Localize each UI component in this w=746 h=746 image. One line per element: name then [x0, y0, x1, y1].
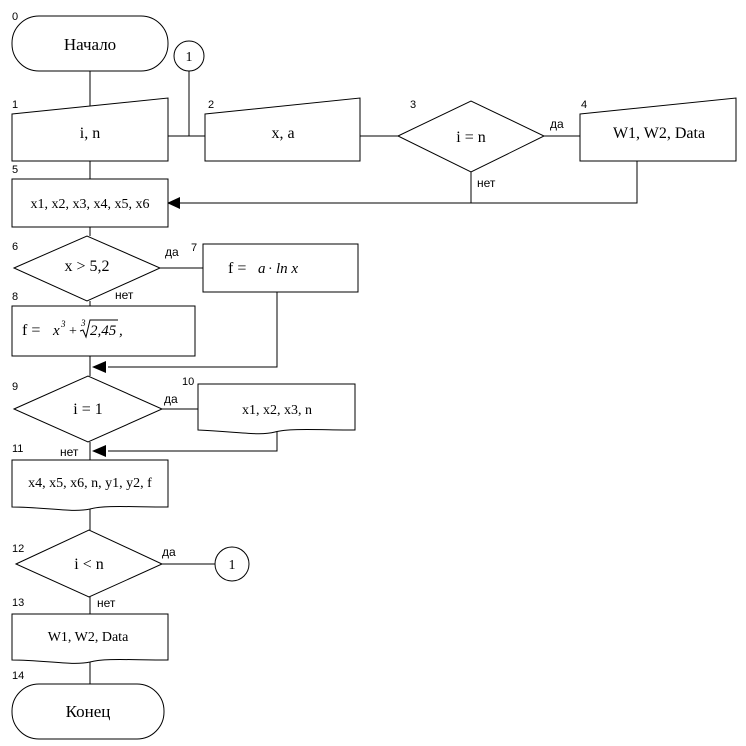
- node-decision-9: 9 i = 1 да нет: [12, 375, 178, 459]
- formula-plus: +: [69, 324, 77, 339]
- node-decision-3: 3 i = n да нет: [396, 99, 564, 190]
- node-end: 14 Конец: [11, 670, 165, 740]
- node-number: 6: [12, 241, 18, 253]
- node-process-8: 8 f = x 3 + 3 2,45 ,: [11, 291, 196, 357]
- input-shape: [579, 97, 737, 162]
- node-input-2: 2 x, a: [204, 97, 361, 162]
- node-label: x4, x5, x6, n, y1, y2, f: [28, 476, 152, 491]
- node-document-11: 11 x4, x5, x6, n, y1, y2, f: [11, 443, 169, 511]
- node-number: 0: [12, 11, 18, 23]
- node-process-7: 7 f = a · ln x: [191, 242, 359, 293]
- formula-exponent: 3: [60, 319, 66, 329]
- node-number: 14: [12, 670, 24, 682]
- node-label: W1, W2, Data: [48, 630, 129, 645]
- node-number: 10: [182, 376, 194, 388]
- node-decision-12: 12 i < n да нет: [12, 529, 176, 610]
- node-number: 3: [410, 99, 416, 111]
- process-shape: [11, 305, 196, 357]
- decision-shape: [12, 235, 162, 302]
- branch-no: нет: [115, 288, 134, 302]
- branch-no: нет: [60, 445, 79, 459]
- branch-yes: да: [165, 245, 179, 259]
- arrow-7-merge: [92, 361, 106, 373]
- connector-lines: [89, 71, 638, 684]
- connector-circle: [173, 40, 205, 72]
- formula-a: a: [258, 261, 266, 277]
- edge-10-merge: [108, 430, 278, 452]
- edge-4-5: [172, 161, 638, 204]
- node-number: 4: [581, 99, 587, 111]
- node-label: x1, x2, x3, x4, x5, x6: [31, 197, 150, 212]
- node-label: i < n: [74, 556, 103, 573]
- process-shape: [202, 243, 359, 293]
- node-number: 9: [12, 381, 18, 393]
- node-number: 12: [12, 543, 24, 555]
- node-label: Начало: [64, 35, 116, 54]
- connector-label: 1: [186, 50, 193, 65]
- formula-x: x: [52, 323, 60, 339]
- formula-prefix: f =: [228, 260, 246, 277]
- node-number: 2: [208, 99, 214, 111]
- branch-yes: да: [162, 545, 176, 559]
- node-start: 0 Начало: [11, 11, 169, 72]
- connector-circle: [214, 546, 250, 582]
- terminal-shape: [11, 15, 169, 72]
- formula-dot: ·: [268, 262, 273, 277]
- decision-shape: [12, 375, 164, 443]
- node-number: 13: [12, 597, 24, 609]
- terminal-shape: [11, 683, 165, 740]
- branch-no: нет: [97, 596, 116, 610]
- branch-no: нет: [477, 176, 496, 190]
- branch-yes: да: [550, 117, 564, 131]
- node-document-10: 10 x1, x2, x3, n: [182, 376, 356, 435]
- node-label: i, n: [80, 125, 100, 142]
- formula-prefix: f =: [22, 322, 40, 339]
- node-document-13: 13 W1, W2, Data: [11, 597, 169, 664]
- input-shape: [11, 97, 169, 162]
- node-label: i = n: [456, 129, 485, 146]
- node-number: 8: [12, 291, 18, 303]
- node-number: 5: [12, 164, 18, 176]
- formula-ln: ln x: [276, 261, 298, 277]
- node-decision-6: 6 x > 5,2 да нет: [12, 235, 179, 302]
- node-label: W1, W2, Data: [613, 125, 705, 142]
- formula-comma: ,: [119, 323, 123, 339]
- arrow-to-5: [167, 197, 180, 209]
- input-shape: [204, 97, 361, 162]
- node-input-4: 4 W1, W2, Data: [579, 97, 737, 162]
- node-label: x, a: [271, 125, 294, 142]
- node-label: x > 5,2: [64, 258, 109, 275]
- document-shape: [197, 383, 356, 435]
- arrow-10-merge: [92, 445, 106, 457]
- node-input-1: 1 i, n: [11, 97, 169, 162]
- node-process-5: 5 x1, x2, x3, x4, x5, x6: [11, 164, 169, 228]
- document-shape: [11, 459, 169, 511]
- formula-root-index: 3: [80, 318, 86, 328]
- connector-right: 1: [214, 546, 250, 582]
- document-shape: [11, 613, 169, 664]
- node-number: 11: [12, 443, 23, 455]
- edge-7-merge: [108, 292, 278, 368]
- connector-label: 1: [229, 558, 236, 573]
- node-label: i = 1: [73, 401, 102, 418]
- decision-shape: [396, 100, 546, 173]
- connector-top: 1: [173, 40, 205, 72]
- formula-radicand: 2,45: [90, 323, 117, 339]
- node-label: Конец: [66, 702, 111, 721]
- branch-yes: да: [164, 392, 178, 406]
- process-shape: [11, 178, 169, 228]
- decision-shape: [14, 529, 164, 598]
- node-number: 7: [191, 242, 197, 254]
- node-label: x1, x2, x3, n: [242, 403, 312, 418]
- node-number: 1: [12, 99, 18, 111]
- radical-sign: [79, 319, 118, 339]
